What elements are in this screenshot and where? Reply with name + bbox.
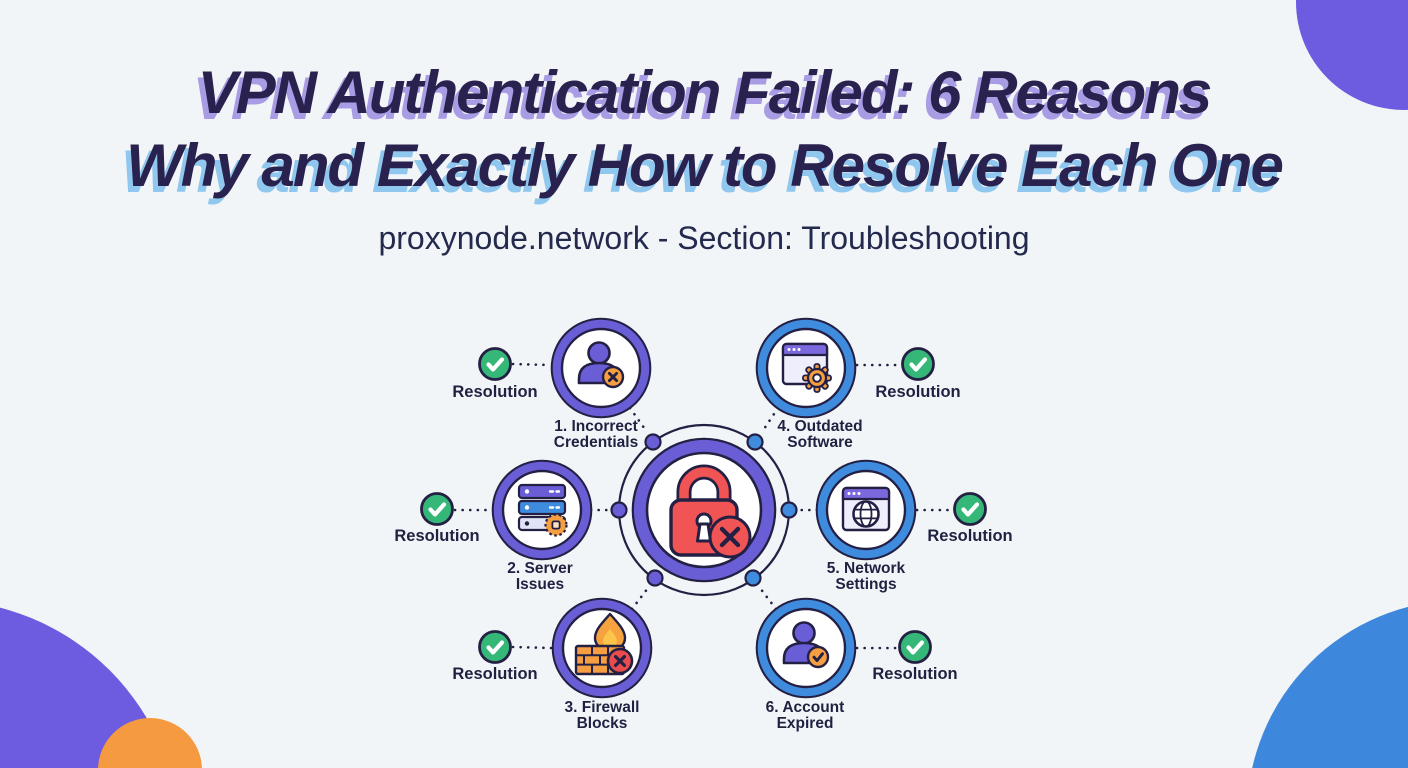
hub-purple-ring bbox=[634, 440, 774, 580]
resolution-label-2: Resolution bbox=[394, 527, 479, 545]
user-x-icon bbox=[577, 341, 625, 389]
connector-hub-6 bbox=[758, 586, 778, 611]
globe bbox=[852, 500, 880, 528]
connector-resolution-1 bbox=[511, 362, 552, 367]
connector-hub-1 bbox=[628, 406, 649, 434]
resolution-badge-5 bbox=[953, 492, 987, 526]
resolution-badge-4 bbox=[901, 347, 935, 381]
error-x-badge bbox=[708, 515, 752, 559]
firewall-x-badge bbox=[606, 647, 634, 675]
page-subtitle: proxynode.network - Section: Troubleshoo… bbox=[378, 220, 1030, 256]
resolution-label-1: Resolution bbox=[452, 383, 537, 401]
firewall-fire-icon bbox=[574, 612, 634, 676]
resolution-badge-6 bbox=[898, 630, 932, 664]
page-title-line2: Why and Exactly How to Resolve Each One bbox=[126, 132, 1284, 199]
window-globe-icon bbox=[841, 486, 891, 532]
reason-node-2 bbox=[491, 459, 593, 561]
resolution-label-3: Resolution bbox=[452, 665, 537, 683]
header: VPN Authentication Failed: 6 Reasons Why… bbox=[0, 56, 1408, 257]
server-badge bbox=[544, 513, 568, 537]
resolution-badge-1 bbox=[478, 347, 512, 381]
resolution-badge-2 bbox=[420, 492, 454, 526]
resolution-label-6: Resolution bbox=[872, 665, 957, 683]
reason-node-5 bbox=[815, 459, 917, 561]
connector-hub-3 bbox=[630, 586, 650, 611]
resolution-badge-3 bbox=[478, 630, 512, 664]
reason-node-6 bbox=[755, 597, 857, 699]
hub bbox=[610, 423, 798, 597]
orbit-dot-top-right bbox=[746, 433, 764, 451]
resolution-label-5: Resolution bbox=[927, 527, 1012, 545]
lock-error-icon bbox=[669, 464, 752, 559]
reason-node-4 bbox=[755, 317, 857, 419]
connector-hub-4 bbox=[760, 406, 780, 434]
gear bbox=[802, 363, 832, 393]
window-gear-icon bbox=[781, 342, 832, 393]
resolution-label-4: Resolution bbox=[875, 383, 960, 401]
server-stack-icon bbox=[517, 483, 568, 537]
orbit-dot-bottom-right bbox=[744, 569, 762, 587]
orbit-dot-right bbox=[780, 501, 798, 519]
orbit-dot-bottom-left bbox=[646, 569, 664, 587]
connector-resolution-3 bbox=[511, 645, 553, 650]
user-check-icon bbox=[782, 621, 830, 669]
orbit-dot-top-left bbox=[644, 433, 662, 451]
orbit-dot-left bbox=[610, 501, 628, 519]
reason-node-1 bbox=[550, 317, 652, 419]
reason-node-3 bbox=[551, 597, 653, 699]
page-title-line1: VPN Authentication Failed: 6 Reasons bbox=[197, 59, 1213, 126]
